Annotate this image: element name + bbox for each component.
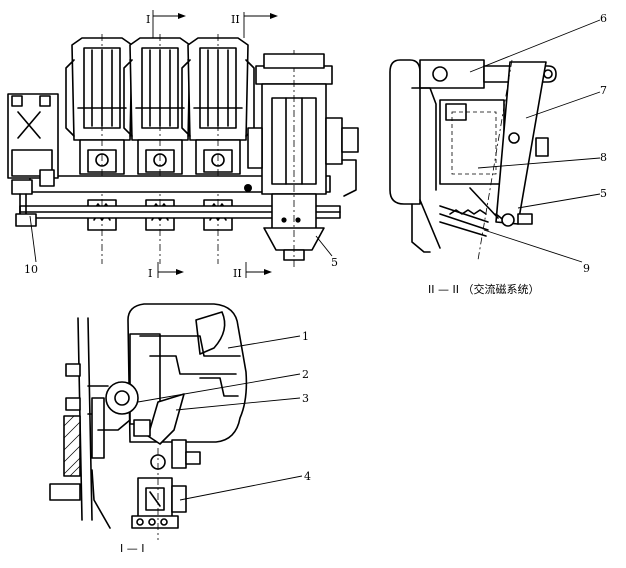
callout-5-front: 5 xyxy=(331,256,338,269)
arc-chute-pole-2 xyxy=(123,34,197,264)
contact-roller xyxy=(105,381,139,415)
callout-4: 4 xyxy=(304,470,311,483)
section-mark-I-bottom: I xyxy=(148,267,152,280)
section-I-view: 1 2 3 4 I — I xyxy=(49,303,311,555)
arc-chute-pole-1 xyxy=(65,34,139,264)
callout-8: 8 xyxy=(600,151,607,164)
callout-3: 3 xyxy=(302,392,309,405)
callout-2: 2 xyxy=(302,368,309,381)
caption-section-II: II — II （交流磁系统） xyxy=(428,282,539,296)
callout-7: 7 xyxy=(600,84,607,97)
auxiliary-switch-block xyxy=(7,93,59,227)
callout-9: 9 xyxy=(583,262,590,275)
callout-6: 6 xyxy=(600,12,607,25)
section-mark-I-top: I xyxy=(146,13,150,26)
callout-5-section: 5 xyxy=(600,187,607,200)
callout-10: 10 xyxy=(24,263,38,276)
caption-section-I: I — I xyxy=(120,542,144,555)
front-view: I II xyxy=(7,10,359,280)
section-mark-II-bottom: II xyxy=(233,267,242,280)
section-II-view: 6 7 8 5 9 II — II （交流磁系统） xyxy=(389,12,607,296)
callout-1: 1 xyxy=(302,330,309,343)
magnet-assembly xyxy=(247,50,359,270)
arc-chute-vent xyxy=(195,311,226,355)
section-mark-II-top: II xyxy=(231,13,240,26)
arc-chute-pole-3 xyxy=(181,34,255,264)
